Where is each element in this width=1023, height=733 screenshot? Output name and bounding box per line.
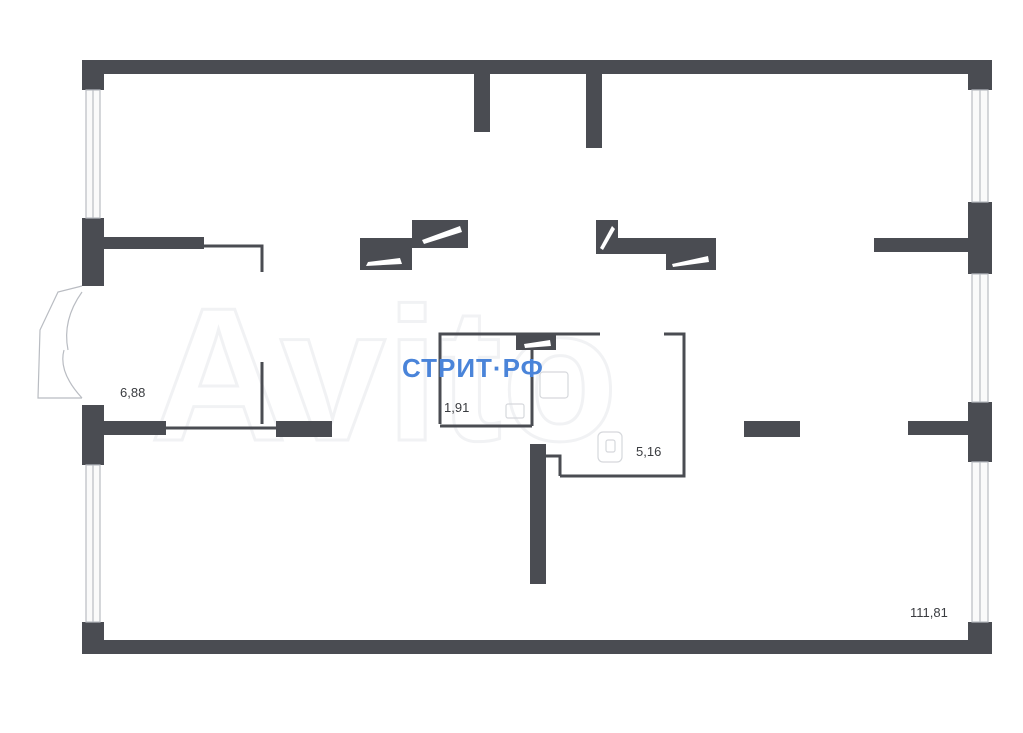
brand-watermark: СТРИТ·РФ (402, 353, 544, 383)
room-area-storage: 5,16 (636, 444, 661, 459)
room-area-main-hall: 111,81 (910, 605, 948, 620)
interior-walls (104, 60, 968, 584)
outer-walls (82, 60, 992, 654)
room-area-entry: 6,88 (120, 385, 145, 400)
room-area-bathroom: 1,91 (444, 400, 469, 415)
fixtures (505, 371, 623, 463)
watermark-text: Avito (150, 269, 618, 481)
windows (85, 89, 989, 623)
entrance-door (37, 285, 83, 399)
